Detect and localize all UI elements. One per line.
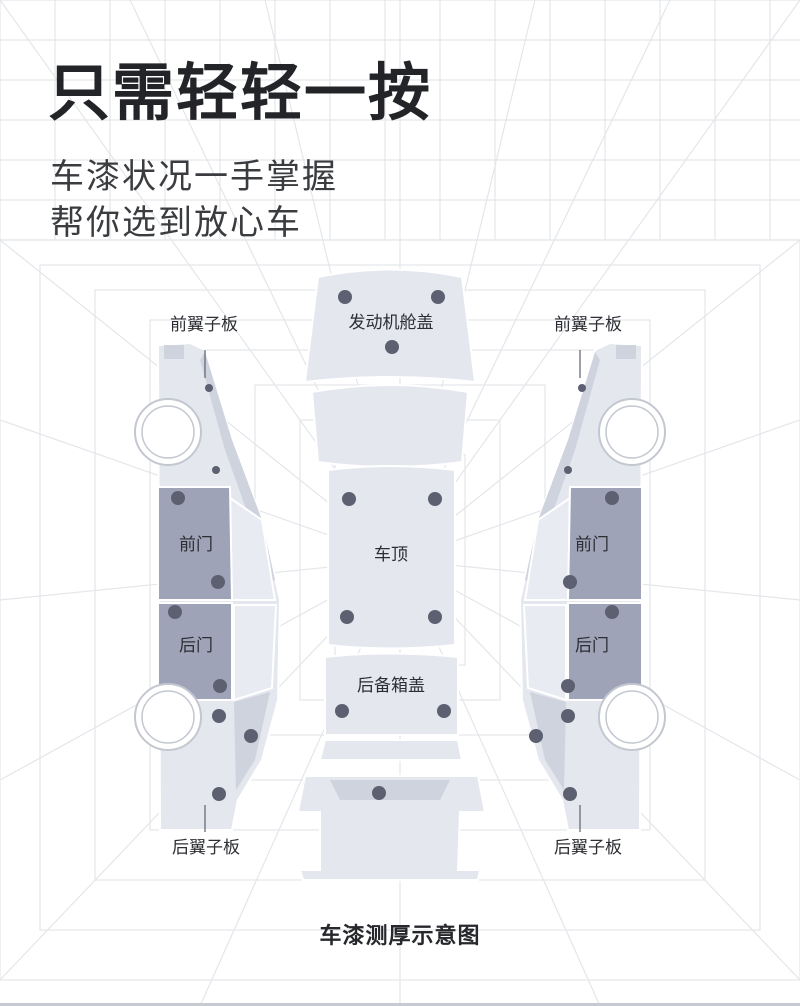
measurement-dot bbox=[428, 492, 442, 506]
measurement-dot bbox=[335, 704, 349, 718]
label-right-rear-fender: 后翼子板 bbox=[554, 838, 622, 858]
measurement-dot bbox=[212, 787, 226, 801]
measurement-dot bbox=[529, 729, 543, 743]
label-left-rear-door: 后门 bbox=[179, 636, 213, 656]
bottom-divider bbox=[0, 1003, 800, 1006]
measurement-dot bbox=[605, 491, 619, 505]
diagram-caption: 车漆测厚示意图 bbox=[319, 924, 481, 949]
measurement-dot bbox=[564, 466, 572, 474]
label-left-rear-fender: 后翼子板 bbox=[172, 838, 240, 858]
right-car-side bbox=[518, 341, 666, 832]
measurement-dot bbox=[561, 709, 575, 723]
measurement-dot bbox=[563, 787, 577, 801]
trunk-panel bbox=[324, 652, 459, 736]
subtitle-line-1: 车漆状况一手掌握 bbox=[50, 157, 338, 197]
measurement-dot bbox=[213, 679, 227, 693]
measurement-dot bbox=[244, 729, 258, 743]
label-trunk: 后备箱盖 bbox=[357, 676, 425, 696]
label-right-front-fender: 前翼子板 bbox=[554, 315, 622, 335]
left-car-side bbox=[134, 341, 282, 832]
roof-panel bbox=[327, 465, 456, 650]
measurement-dot bbox=[212, 709, 226, 723]
measurement-dot bbox=[428, 610, 442, 624]
measurement-dot bbox=[168, 605, 182, 619]
page-title: 只需轻轻一按 bbox=[48, 56, 433, 129]
center-car-top bbox=[296, 268, 487, 881]
label-right-rear-door: 后门 bbox=[575, 636, 609, 656]
measurement-dot bbox=[211, 575, 225, 589]
left-front-door bbox=[157, 486, 234, 601]
windshield-panel bbox=[310, 384, 470, 468]
measurement-dot bbox=[605, 605, 619, 619]
measurement-dot bbox=[342, 492, 356, 506]
subtitle-line-2: 帮你选到放心车 bbox=[50, 203, 302, 243]
measurement-dot bbox=[205, 384, 213, 392]
label-roof: 车顶 bbox=[374, 545, 408, 565]
measurement-dot bbox=[437, 704, 451, 718]
part-labels: 前翼子板 前翼子板 后翼子板 后翼子板 前门 前门 后门 后门 发动机舱盖 车顶… bbox=[170, 313, 622, 858]
label-left-front-door: 前门 bbox=[179, 535, 213, 555]
measurement-dot bbox=[385, 340, 399, 354]
left-rear-door bbox=[157, 602, 233, 701]
measurement-dot bbox=[431, 290, 445, 304]
measurement-dot bbox=[212, 466, 220, 474]
label-hood: 发动机舱盖 bbox=[349, 313, 434, 333]
measurement-dot bbox=[171, 491, 185, 505]
measurement-dot bbox=[338, 290, 352, 304]
measurement-dot bbox=[340, 610, 354, 624]
measurement-dot bbox=[372, 786, 386, 800]
label-right-front-door: 前门 bbox=[575, 535, 609, 555]
measurement-dot bbox=[561, 679, 575, 693]
measurement-dot bbox=[563, 575, 577, 589]
measurement-dot bbox=[578, 384, 586, 392]
label-left-front-fender: 前翼子板 bbox=[170, 315, 238, 335]
rear-view-car bbox=[296, 775, 487, 881]
measurement-points bbox=[168, 290, 619, 801]
